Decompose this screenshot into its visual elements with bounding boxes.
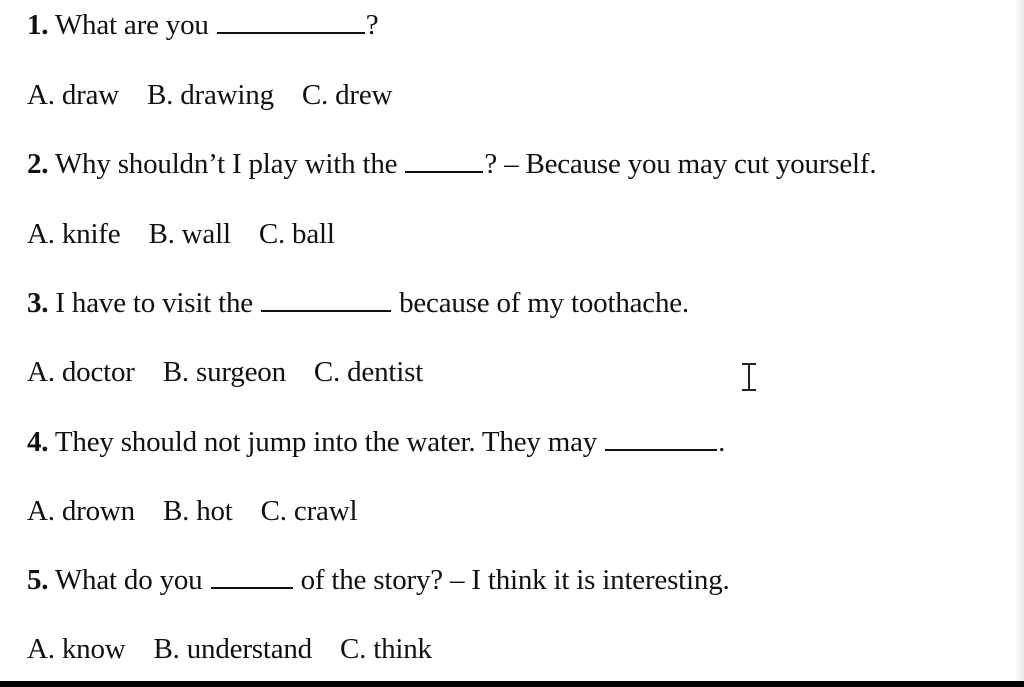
question-1: 1. What are you ?	[27, 8, 379, 42]
question-number: 3.	[27, 287, 49, 319]
question-4: 4. They should not jump into the water. …	[27, 425, 725, 459]
option-a: A. doctor	[27, 356, 135, 388]
question-text-after: of the story? – I think it is interestin…	[293, 564, 730, 596]
question-text-before: I have to visit the	[48, 287, 261, 319]
option-b: B. understand	[153, 633, 313, 665]
text-cursor-icon	[741, 362, 757, 392]
question-number: 1.	[27, 9, 49, 41]
question-5: 5. What do you of the story? – I think i…	[27, 563, 730, 597]
options-2: A. knife B. wall C. ball	[27, 217, 335, 251]
options-5: A. know B. understand C. think	[27, 632, 432, 666]
question-3: 3. I have to visit the because of my too…	[27, 286, 689, 320]
answer-blank	[405, 149, 484, 173]
answer-blank	[261, 288, 392, 312]
option-c: C. crawl	[260, 495, 358, 527]
question-text-before: What are you	[48, 9, 216, 41]
option-b: B. drawing	[147, 79, 274, 111]
question-number: 5.	[27, 564, 49, 596]
answer-blank	[216, 10, 365, 34]
option-b: B. surgeon	[162, 356, 286, 388]
question-text-after: ? – Because you may cut yourself.	[484, 148, 877, 180]
option-b: B. hot	[162, 495, 233, 527]
option-c: C. dentist	[313, 356, 424, 388]
option-a: A. drown	[27, 495, 135, 527]
question-text-after: because of my toothache.	[392, 287, 689, 319]
options-3: A. doctor B. surgeon C. dentist	[27, 355, 423, 389]
option-a: A. draw	[27, 79, 120, 111]
option-c: C. ball	[258, 218, 335, 250]
options-4: A. drown B. hot C. crawl	[27, 494, 358, 528]
question-text-before: Why shouldn’t I play with the	[48, 148, 405, 180]
answer-blank	[605, 427, 718, 451]
option-b: B. wall	[148, 218, 231, 250]
question-text-after: ?	[365, 9, 379, 41]
question-number: 4.	[27, 426, 49, 458]
question-number: 2.	[27, 148, 49, 180]
option-c: C. drew	[301, 79, 393, 111]
options-1: A. draw B. drawing C. drew	[27, 78, 393, 112]
bottom-border	[0, 681, 1024, 687]
question-2: 2. Why shouldn’t I play with the ? – Bec…	[27, 147, 877, 181]
option-c: C. think	[340, 633, 432, 665]
question-text-after: .	[718, 426, 726, 458]
question-text-before: What do you	[48, 564, 210, 596]
question-text-before: They should not jump into the water. The…	[48, 426, 605, 458]
answer-blank	[210, 565, 293, 589]
option-a: A. know	[27, 633, 126, 665]
option-a: A. knife	[27, 218, 121, 250]
page-edge-shadow	[1014, 0, 1024, 681]
